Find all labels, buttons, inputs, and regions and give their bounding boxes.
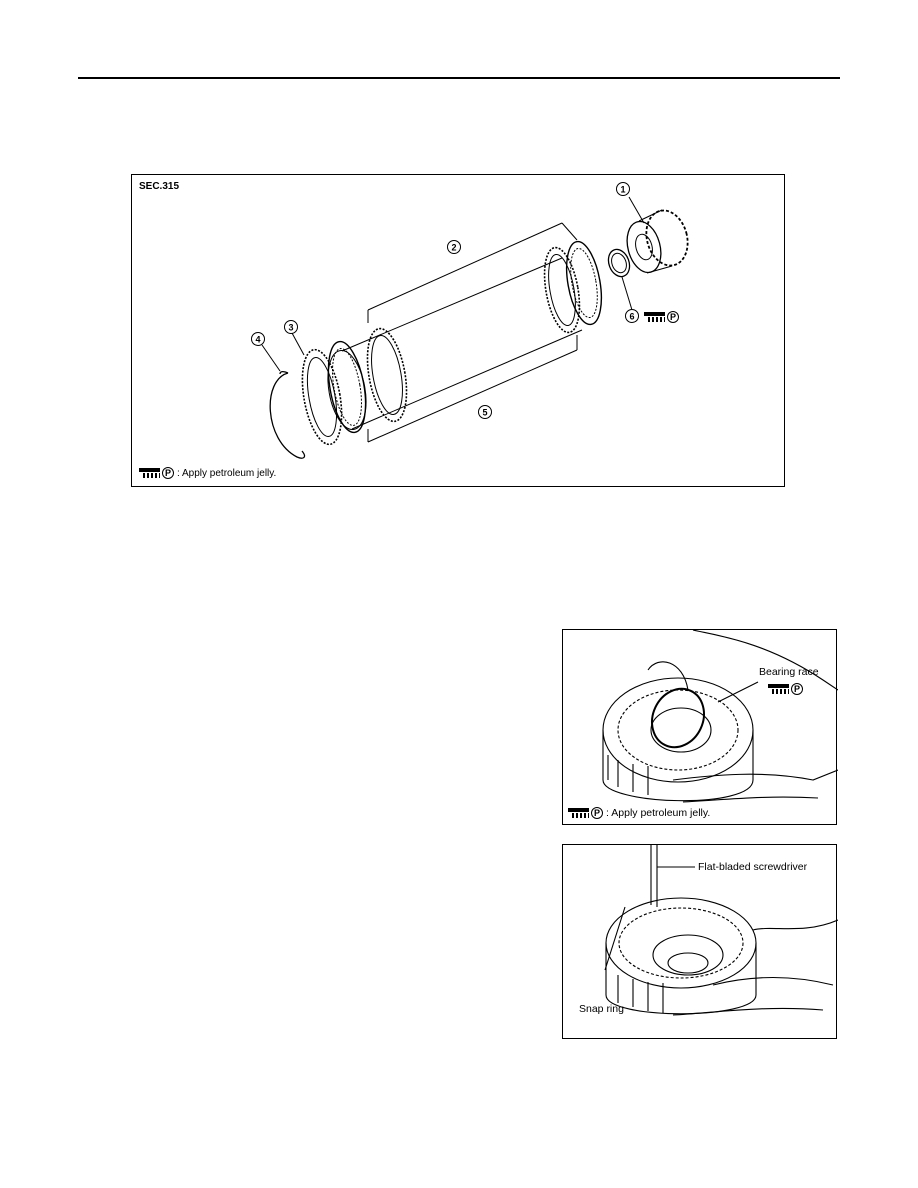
bearing-race-figure: Bearing race P P : Apply petroleum jelly…	[562, 629, 838, 825]
exploded-view-drawing: 1 2 3 4 5 6	[251, 182, 689, 459]
petroleum-jelly-icon: P	[644, 311, 679, 323]
section-label: SEC.315	[139, 181, 180, 192]
p-circle-icon: P	[667, 311, 679, 323]
exploded-view-figure: SEC.315	[131, 174, 785, 487]
brush-icon	[768, 684, 789, 694]
callout-markers: 1 2 3 4 5 6	[251, 182, 639, 419]
screwdriver-label: Flat-bladed screwdriver	[698, 861, 808, 873]
bearing-race-label: Bearing race	[759, 666, 819, 678]
brush-icon	[644, 312, 665, 322]
petroleum-jelly-icon: P	[768, 683, 803, 695]
petroleum-jelly-icon: P	[568, 807, 603, 819]
bearing-race-drawing	[602, 630, 838, 803]
callout-6: 6	[629, 312, 634, 322]
petroleum-jelly-icon: P	[139, 467, 174, 479]
snap-ring-label: Snap ring	[579, 1003, 624, 1015]
p-circle-icon: P	[791, 683, 803, 695]
snap-ring-drawing	[604, 845, 838, 1016]
legend-text: : Apply petroleum jelly.	[177, 467, 277, 479]
callout-2: 2	[451, 243, 456, 253]
p-circle-icon: P	[591, 807, 603, 819]
callout-1: 1	[620, 185, 625, 195]
callout-5: 5	[482, 408, 487, 418]
callout-3: 3	[288, 323, 293, 333]
brush-icon	[568, 808, 589, 818]
snap-ring-figure: Flat-bladed screwdriver Snap ring	[562, 844, 838, 1039]
brush-icon	[139, 468, 160, 478]
header-rule	[78, 77, 840, 79]
legend-caption: P : Apply petroleum jelly.	[568, 807, 710, 819]
p-circle-icon: P	[162, 467, 174, 479]
legend-caption: P : Apply petroleum jelly.	[139, 467, 276, 479]
callout-4: 4	[255, 335, 260, 345]
legend-text: : Apply petroleum jelly.	[606, 807, 711, 819]
